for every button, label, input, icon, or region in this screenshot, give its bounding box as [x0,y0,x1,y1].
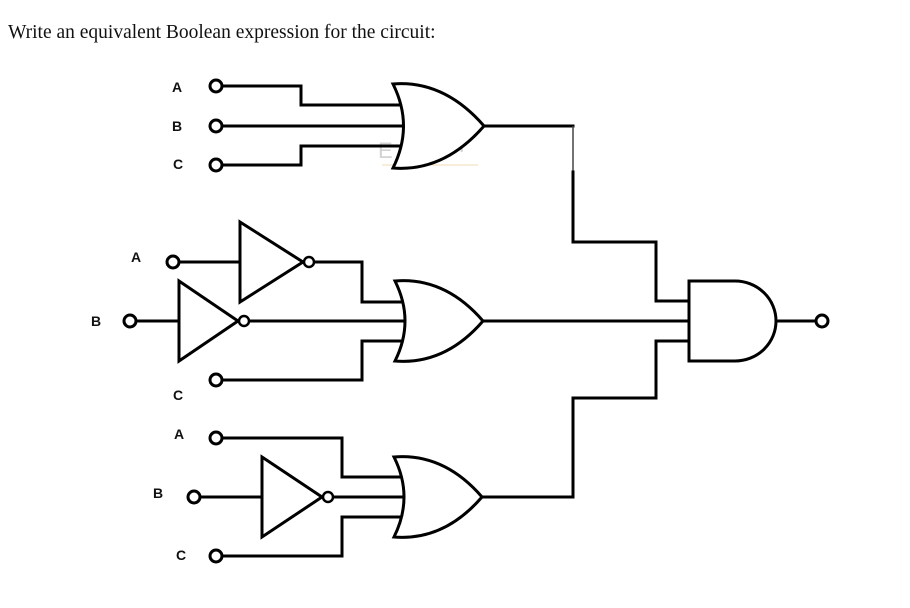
input-pin-a[interactable] [208,430,224,446]
not-bubble [321,490,335,504]
input-label-c: C [173,387,183,403]
input-pin-c[interactable] [208,372,224,388]
group-2: A B C [91,219,485,403]
wire-a-1 [221,84,402,107]
wire-or1-to-and [571,170,692,303]
or-gate-3 [391,455,484,539]
input-label-a: A [172,79,182,95]
wire-c-3 [221,515,402,558]
wire-a-3 [221,436,402,479]
input-label-a: A [174,426,184,442]
input-pin-c[interactable] [208,548,224,564]
input-label-b: B [172,118,182,134]
input-pin-a[interactable] [165,254,181,270]
not-bubble [237,314,251,328]
or-gate-2 [392,279,485,363]
not-gate-b [177,278,241,364]
gate-artifact [444,135,465,154]
or-gate-1 [390,82,486,170]
input-pin-b[interactable] [208,118,224,134]
group-3: A B C [153,426,484,564]
not-gate-a [238,219,306,305]
group-1: A B C [172,78,486,173]
wire-or3-to-and [480,339,692,499]
input-pin-b[interactable] [186,489,202,505]
output-stage [480,124,830,499]
input-label-c: C [176,547,186,563]
watermark-letter: E [378,138,393,163]
input-label-c: C [173,156,183,172]
and-gate [687,279,778,363]
input-pin-c[interactable] [208,157,224,173]
input-pin-a[interactable] [208,78,224,94]
wire-not-a-out [312,260,402,304]
input-label-a: A [131,249,141,265]
input-label-b: B [91,313,101,329]
input-pin-b[interactable] [122,313,138,329]
not-bubble [302,255,316,269]
question-text: Write an equivalent Boolean expression f… [8,22,436,43]
not-gate-b [260,454,325,540]
output-pin[interactable] [814,313,830,329]
wire-c-2 [221,339,402,382]
input-label-b: B [153,485,163,501]
wire-c-1 [221,144,402,167]
